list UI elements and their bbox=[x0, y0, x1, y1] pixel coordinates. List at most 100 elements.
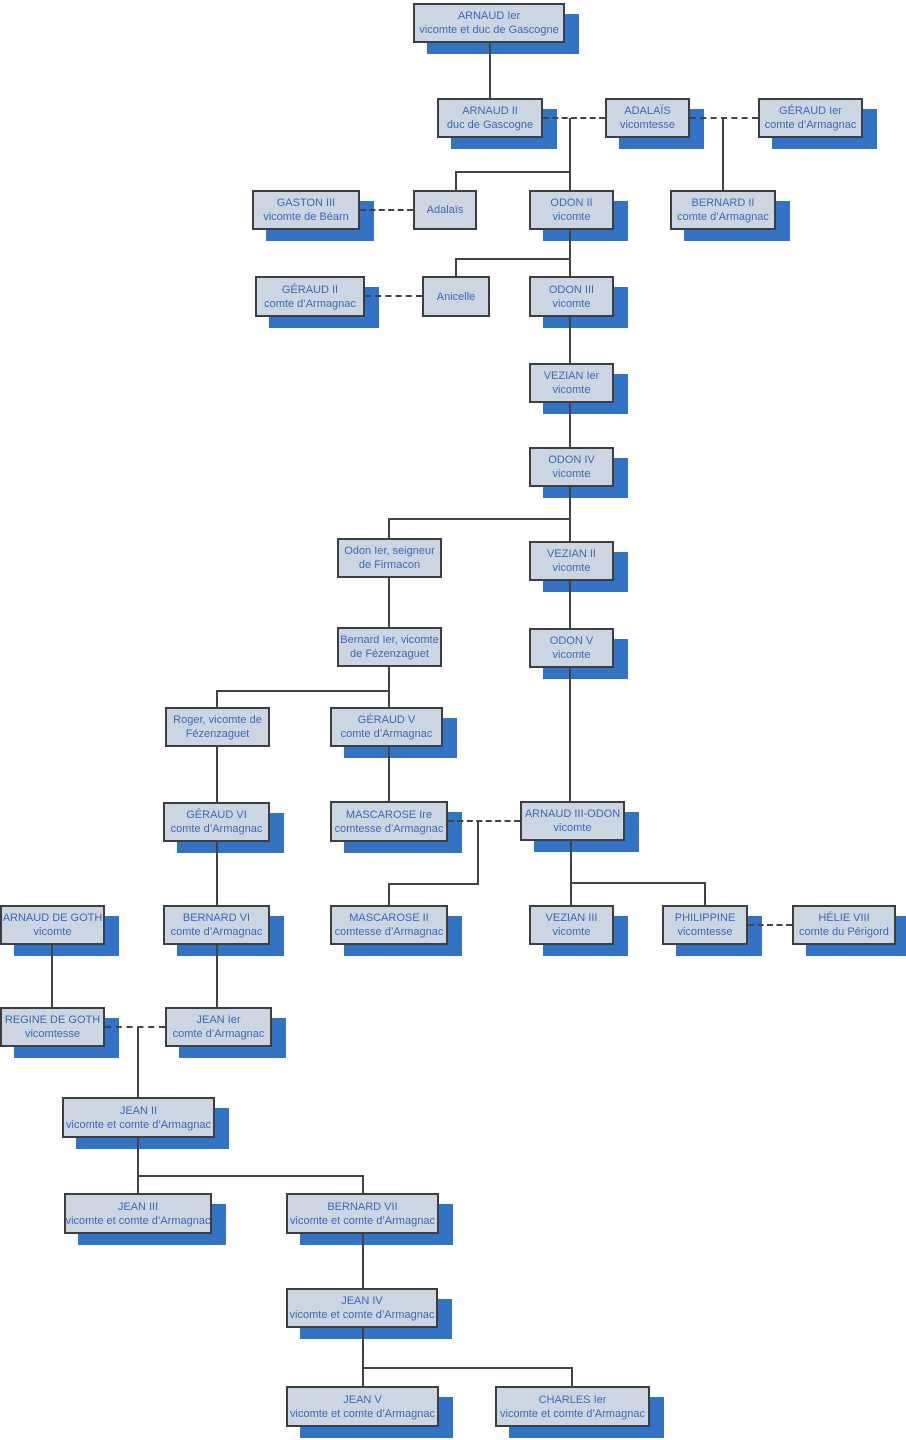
person-title: vicomte bbox=[552, 384, 591, 396]
person-title: vicomte et comte d’Armagnac bbox=[289, 1309, 435, 1321]
person-name: Odon Ier, seigneur bbox=[344, 545, 435, 557]
tree-node-regine-de-goth: REGINE DE GOTH vicomtesse bbox=[0, 1007, 105, 1047]
descent-line bbox=[455, 259, 457, 276]
descent-line bbox=[388, 883, 479, 885]
person-title: vicomtesse bbox=[24, 1028, 81, 1040]
tree-node-philippine: PHILIPPINE vicomtesse bbox=[662, 905, 748, 945]
tree-node-jean-iv: JEAN IV vicomte et comte d’Armagnac bbox=[286, 1288, 438, 1328]
person-title: vicomte et comte d’Armagnac bbox=[290, 1214, 435, 1227]
descent-line bbox=[216, 691, 218, 707]
descent-line bbox=[388, 884, 390, 905]
descent-line bbox=[455, 172, 457, 190]
marriage-line bbox=[448, 820, 520, 822]
person-title: vicomte et comte d’Armagnac bbox=[290, 1407, 435, 1420]
descent-line bbox=[569, 403, 571, 447]
person-name: REGINE DE GOTH bbox=[4, 1014, 101, 1026]
person-title: vicomte de Béarn bbox=[263, 211, 349, 223]
person-name: VEZIAN II bbox=[547, 548, 596, 560]
person-name: PHILIPPINE bbox=[674, 912, 736, 924]
person-name: JEAN III bbox=[117, 1200, 159, 1213]
person-name: JEAN Ier bbox=[196, 1014, 241, 1026]
marriage-line bbox=[360, 209, 413, 211]
descent-line bbox=[388, 518, 571, 520]
descent-line bbox=[137, 1175, 364, 1177]
marriage-line bbox=[365, 295, 422, 297]
descent-line bbox=[362, 1367, 573, 1369]
person-name: BERNARD VII bbox=[327, 1200, 398, 1213]
person-title: Fézenzaguet bbox=[185, 728, 250, 740]
tree-node-anicelle: Anicelle bbox=[422, 276, 490, 317]
descent-line bbox=[477, 821, 479, 884]
person-name: GÉRAUD II bbox=[281, 283, 339, 296]
descent-line bbox=[455, 171, 571, 173]
descent-line bbox=[51, 945, 53, 1007]
person-name: ARNAUD Ier bbox=[457, 10, 521, 22]
descent-line bbox=[388, 667, 390, 707]
descent-line bbox=[569, 668, 571, 801]
person-title: comte d’Armagnac bbox=[340, 728, 433, 740]
descent-line bbox=[569, 581, 571, 628]
person-title: comtesse d’Armagnac bbox=[334, 822, 444, 835]
descent-line bbox=[388, 747, 390, 801]
person-title: comte d’Armagnac bbox=[677, 211, 769, 223]
descent-line bbox=[455, 258, 571, 260]
person-name: MASCAROSE II bbox=[349, 912, 429, 924]
descent-line bbox=[571, 1368, 573, 1386]
person-title: vicomte bbox=[33, 926, 72, 938]
person-name: HÉLIE VIII bbox=[818, 912, 870, 924]
descent-line bbox=[569, 317, 571, 363]
descent-line bbox=[704, 883, 706, 905]
descent-line bbox=[362, 1234, 364, 1288]
descent-line bbox=[388, 519, 390, 538]
person-name: VEZIAN III bbox=[545, 912, 598, 924]
descent-line bbox=[722, 118, 724, 190]
person-title: vicomte bbox=[552, 649, 591, 661]
descent-line bbox=[362, 1176, 364, 1193]
descent-line bbox=[216, 747, 218, 802]
person-title: de Firmacon bbox=[358, 559, 421, 571]
person-name: Anicelle bbox=[436, 290, 476, 303]
person-name: ARNAUD DE GOTH bbox=[2, 912, 103, 924]
person-title: comtesse d’Armagnac bbox=[334, 926, 444, 938]
descent-line bbox=[570, 841, 572, 905]
descent-line bbox=[489, 42, 491, 98]
person-name: GÉRAUD Ier bbox=[779, 105, 842, 117]
person-title: vicomte et comte d’Armagnac bbox=[500, 1407, 645, 1420]
person-name: JEAN IV bbox=[341, 1295, 383, 1307]
person-title: de Fézenzaguet bbox=[350, 648, 429, 660]
person-title: duc de Gascogne bbox=[446, 119, 534, 131]
person-title: vicomte bbox=[552, 926, 591, 938]
person-name: ADALAÏS bbox=[624, 105, 671, 117]
person-title: comte d’Armagnac bbox=[170, 823, 263, 835]
person-title: vicomtesse bbox=[677, 926, 733, 938]
person-name: ODON II bbox=[550, 197, 593, 209]
marriage-line bbox=[105, 1026, 165, 1028]
marriage-line bbox=[748, 924, 792, 926]
tree-node-arnaud-de-goth: ARNAUD DE GOTH vicomte bbox=[0, 905, 105, 945]
person-name: CHARLES Ier bbox=[538, 1393, 607, 1406]
person-title: vicomte et comte d’Armagnac bbox=[65, 1214, 211, 1227]
person-name: ARNAUD II bbox=[462, 105, 518, 117]
person-title: comte d’Armagnac bbox=[170, 926, 263, 938]
person-title: vicomte bbox=[552, 468, 591, 480]
